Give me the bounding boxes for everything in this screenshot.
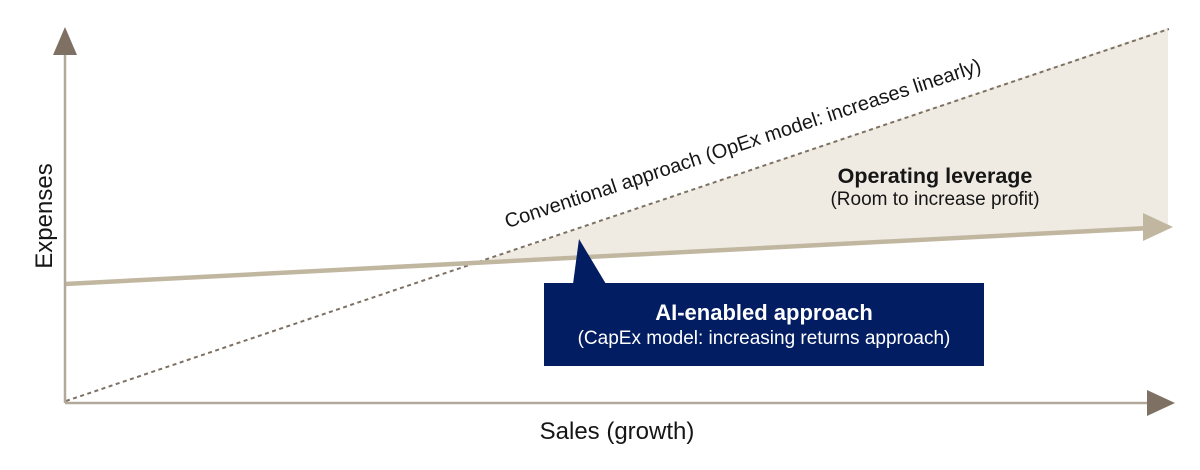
ai-enabled-line-arrowhead-icon	[1143, 213, 1173, 241]
ai-enabled-approach-callout: AI-enabled approach (CapEx model: increa…	[544, 283, 984, 366]
x-axis-label: Sales (growth)	[539, 418, 695, 445]
operating-leverage-subtitle: (Room to increase profit)	[830, 189, 1040, 210]
callout-subtitle: (CapEx model: increasing returns approac…	[577, 327, 951, 349]
ai-enabled-approach-line	[64, 225, 1151, 287]
y-axis-arrowhead-icon	[53, 27, 77, 55]
conventional-approach-line	[65, 28, 1170, 402]
x-axis-arrowhead-icon	[1147, 390, 1175, 416]
operating-leverage-annotation: Operating leverage (Room to increase pro…	[775, 164, 1095, 211]
callout-tail-pointer	[573, 239, 606, 284]
callout-title: AI-enabled approach	[655, 299, 873, 325]
y-axis-label: Expenses	[31, 163, 58, 269]
operating-leverage-title: Operating leverage	[837, 164, 1033, 188]
